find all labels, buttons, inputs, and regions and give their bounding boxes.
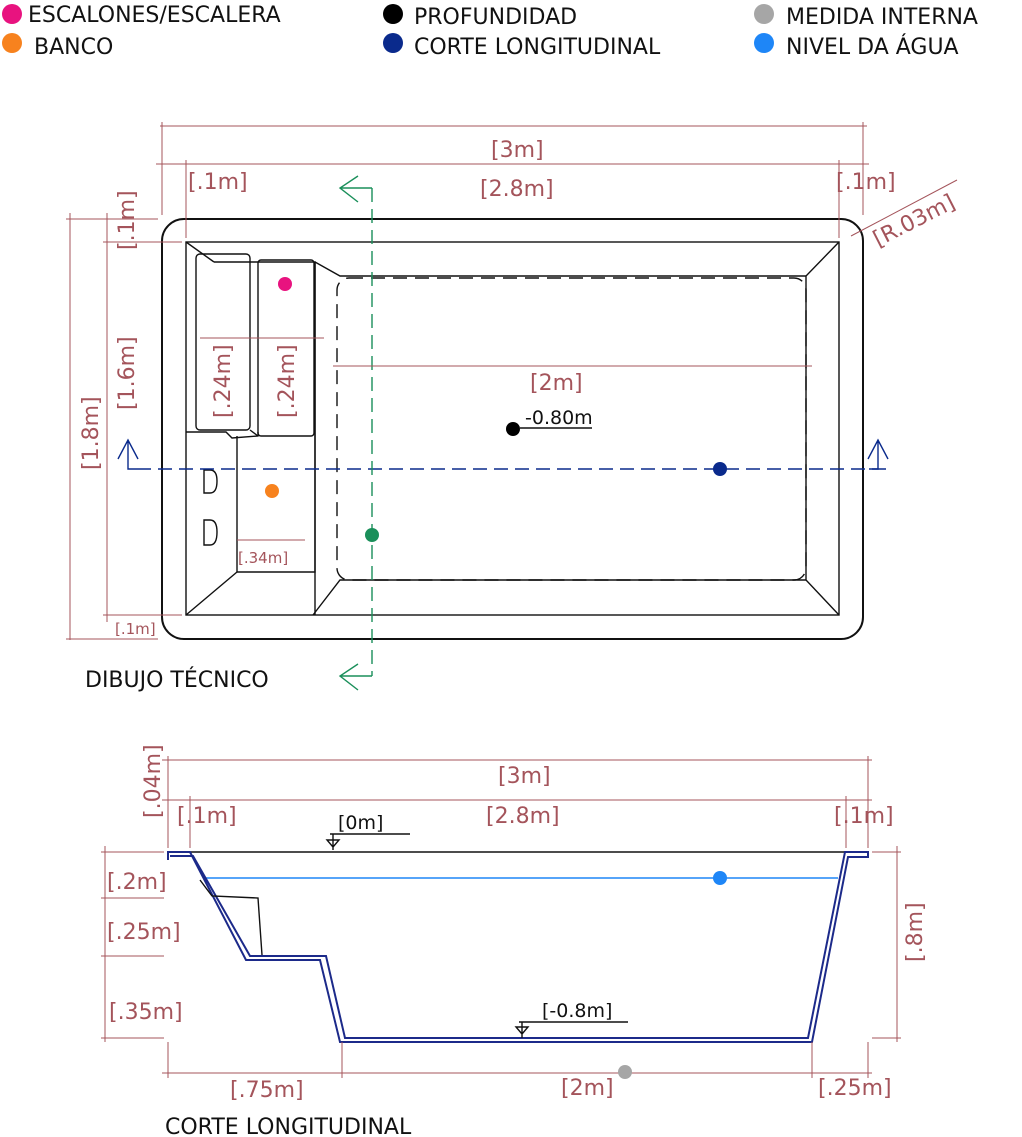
plan-radius: [R.03m] bbox=[869, 190, 959, 252]
legend-dot-water bbox=[754, 33, 774, 53]
step-1 bbox=[195, 253, 251, 431]
section-arrow-left bbox=[117, 438, 139, 470]
section-marker bbox=[713, 462, 727, 476]
plan-title: DIBUJO TÉCNICO bbox=[85, 667, 269, 693]
legend-label-water: NIVEL DA ÁGUA bbox=[786, 34, 959, 60]
plan-edge-bottom: [.1m] bbox=[115, 620, 156, 638]
section-step-b: [.25m] bbox=[107, 920, 181, 945]
legend-label-section: CORTE LONGITUDINAL bbox=[414, 35, 661, 60]
slope-top bbox=[314, 261, 806, 277]
plan-floor: [2m] bbox=[530, 371, 583, 396]
section-bottom-mid: [2m] bbox=[561, 1076, 614, 1101]
bench-marker bbox=[265, 484, 279, 498]
plan-inner-width: [2.8m] bbox=[480, 177, 554, 202]
section-arrow-right bbox=[867, 438, 889, 470]
slope-corner-tl bbox=[185, 241, 215, 263]
section-title: CORTE LONGITUDINAL bbox=[165, 1115, 412, 1137]
slope-bottom bbox=[312, 579, 806, 616]
legend-label-steps: ESCALONES/ESCALERA bbox=[28, 3, 281, 28]
pool-outer-rim bbox=[161, 218, 864, 640]
pool-inner-edge bbox=[185, 241, 840, 616]
section-level-bottom: [-0.8m] bbox=[542, 1000, 612, 1022]
water-marker bbox=[713, 871, 727, 885]
plan-total-height: [1.8m] bbox=[79, 396, 104, 470]
section-bottom-right: [.25m] bbox=[818, 1076, 892, 1101]
legend-label-depth: PROFUNDIDAD bbox=[414, 5, 577, 30]
section-view: [0m] [-0.8m] [3m] [2.8m] [.1m] [.1m] [.0… bbox=[101, 744, 928, 1137]
plan-edge-right: [.1m] bbox=[836, 170, 896, 195]
section-edge-right: [.1m] bbox=[834, 804, 894, 829]
shell-profile-outer bbox=[167, 851, 869, 1043]
legend-dot-depth bbox=[383, 4, 403, 24]
plan-depth-label: -0.80m bbox=[525, 407, 593, 429]
slope-right bbox=[805, 241, 840, 616]
dim-radius-leader bbox=[850, 179, 958, 237]
step-outline bbox=[214, 261, 316, 573]
legend-dot-steps bbox=[2, 4, 22, 24]
legend-dot-section bbox=[383, 33, 403, 53]
internal-marker bbox=[618, 1065, 632, 1079]
handhold-2 bbox=[203, 519, 218, 546]
step-base bbox=[186, 431, 259, 439]
plan-total-width: [3m] bbox=[491, 138, 544, 163]
legend-dot-bench bbox=[2, 33, 22, 53]
legend-label-internal: MEDIDA INTERNA bbox=[786, 5, 978, 30]
handhold-1 bbox=[203, 469, 218, 494]
depth-marker bbox=[506, 422, 520, 436]
section-edge-left: [.1m] bbox=[177, 804, 237, 829]
section-level-top: [0m] bbox=[338, 812, 383, 834]
plan-inner-height: [1.6m] bbox=[115, 336, 140, 410]
section-inner-width: [2.8m] bbox=[486, 804, 560, 829]
legend-dot-internal bbox=[754, 4, 774, 24]
plan-edge-top: [.1m] bbox=[115, 190, 140, 250]
step-riser bbox=[199, 879, 263, 956]
section-total-width: [3m] bbox=[498, 764, 551, 789]
plan-view: -0.80m [3m] [2.8m] [.1m] [.1m] [R.03m] [… bbox=[66, 122, 959, 693]
step-2 bbox=[257, 259, 315, 437]
steps-marker bbox=[278, 277, 292, 291]
level-top-symbol bbox=[325, 834, 341, 850]
floor-area bbox=[336, 277, 807, 581]
plan-bench: [.34m] bbox=[238, 549, 288, 567]
section-step-a: [.2m] bbox=[107, 870, 167, 895]
section-lip: [.04m] bbox=[141, 744, 166, 818]
section-step-c: [.35m] bbox=[109, 1000, 183, 1025]
section-depth: [.8m] bbox=[903, 902, 928, 962]
legend: ESCALONES/ESCALERA BANCO PROFUNDIDAD COR… bbox=[2, 3, 978, 60]
plan-step-1: [.24m] bbox=[211, 344, 236, 418]
level-bottom-symbol bbox=[514, 1022, 530, 1038]
section-bottom-left: [.75m] bbox=[230, 1078, 304, 1103]
cut-arrow-bottom bbox=[338, 663, 372, 691]
cut-marker bbox=[365, 528, 379, 542]
step-join bbox=[249, 429, 259, 437]
slope-corner-bl bbox=[185, 571, 238, 616]
cut-arrow-top bbox=[338, 175, 372, 203]
legend-label-bench: BANCO bbox=[34, 35, 113, 60]
plan-edge-left: [.1m] bbox=[188, 170, 248, 195]
plan-step-2: [.24m] bbox=[275, 344, 300, 418]
